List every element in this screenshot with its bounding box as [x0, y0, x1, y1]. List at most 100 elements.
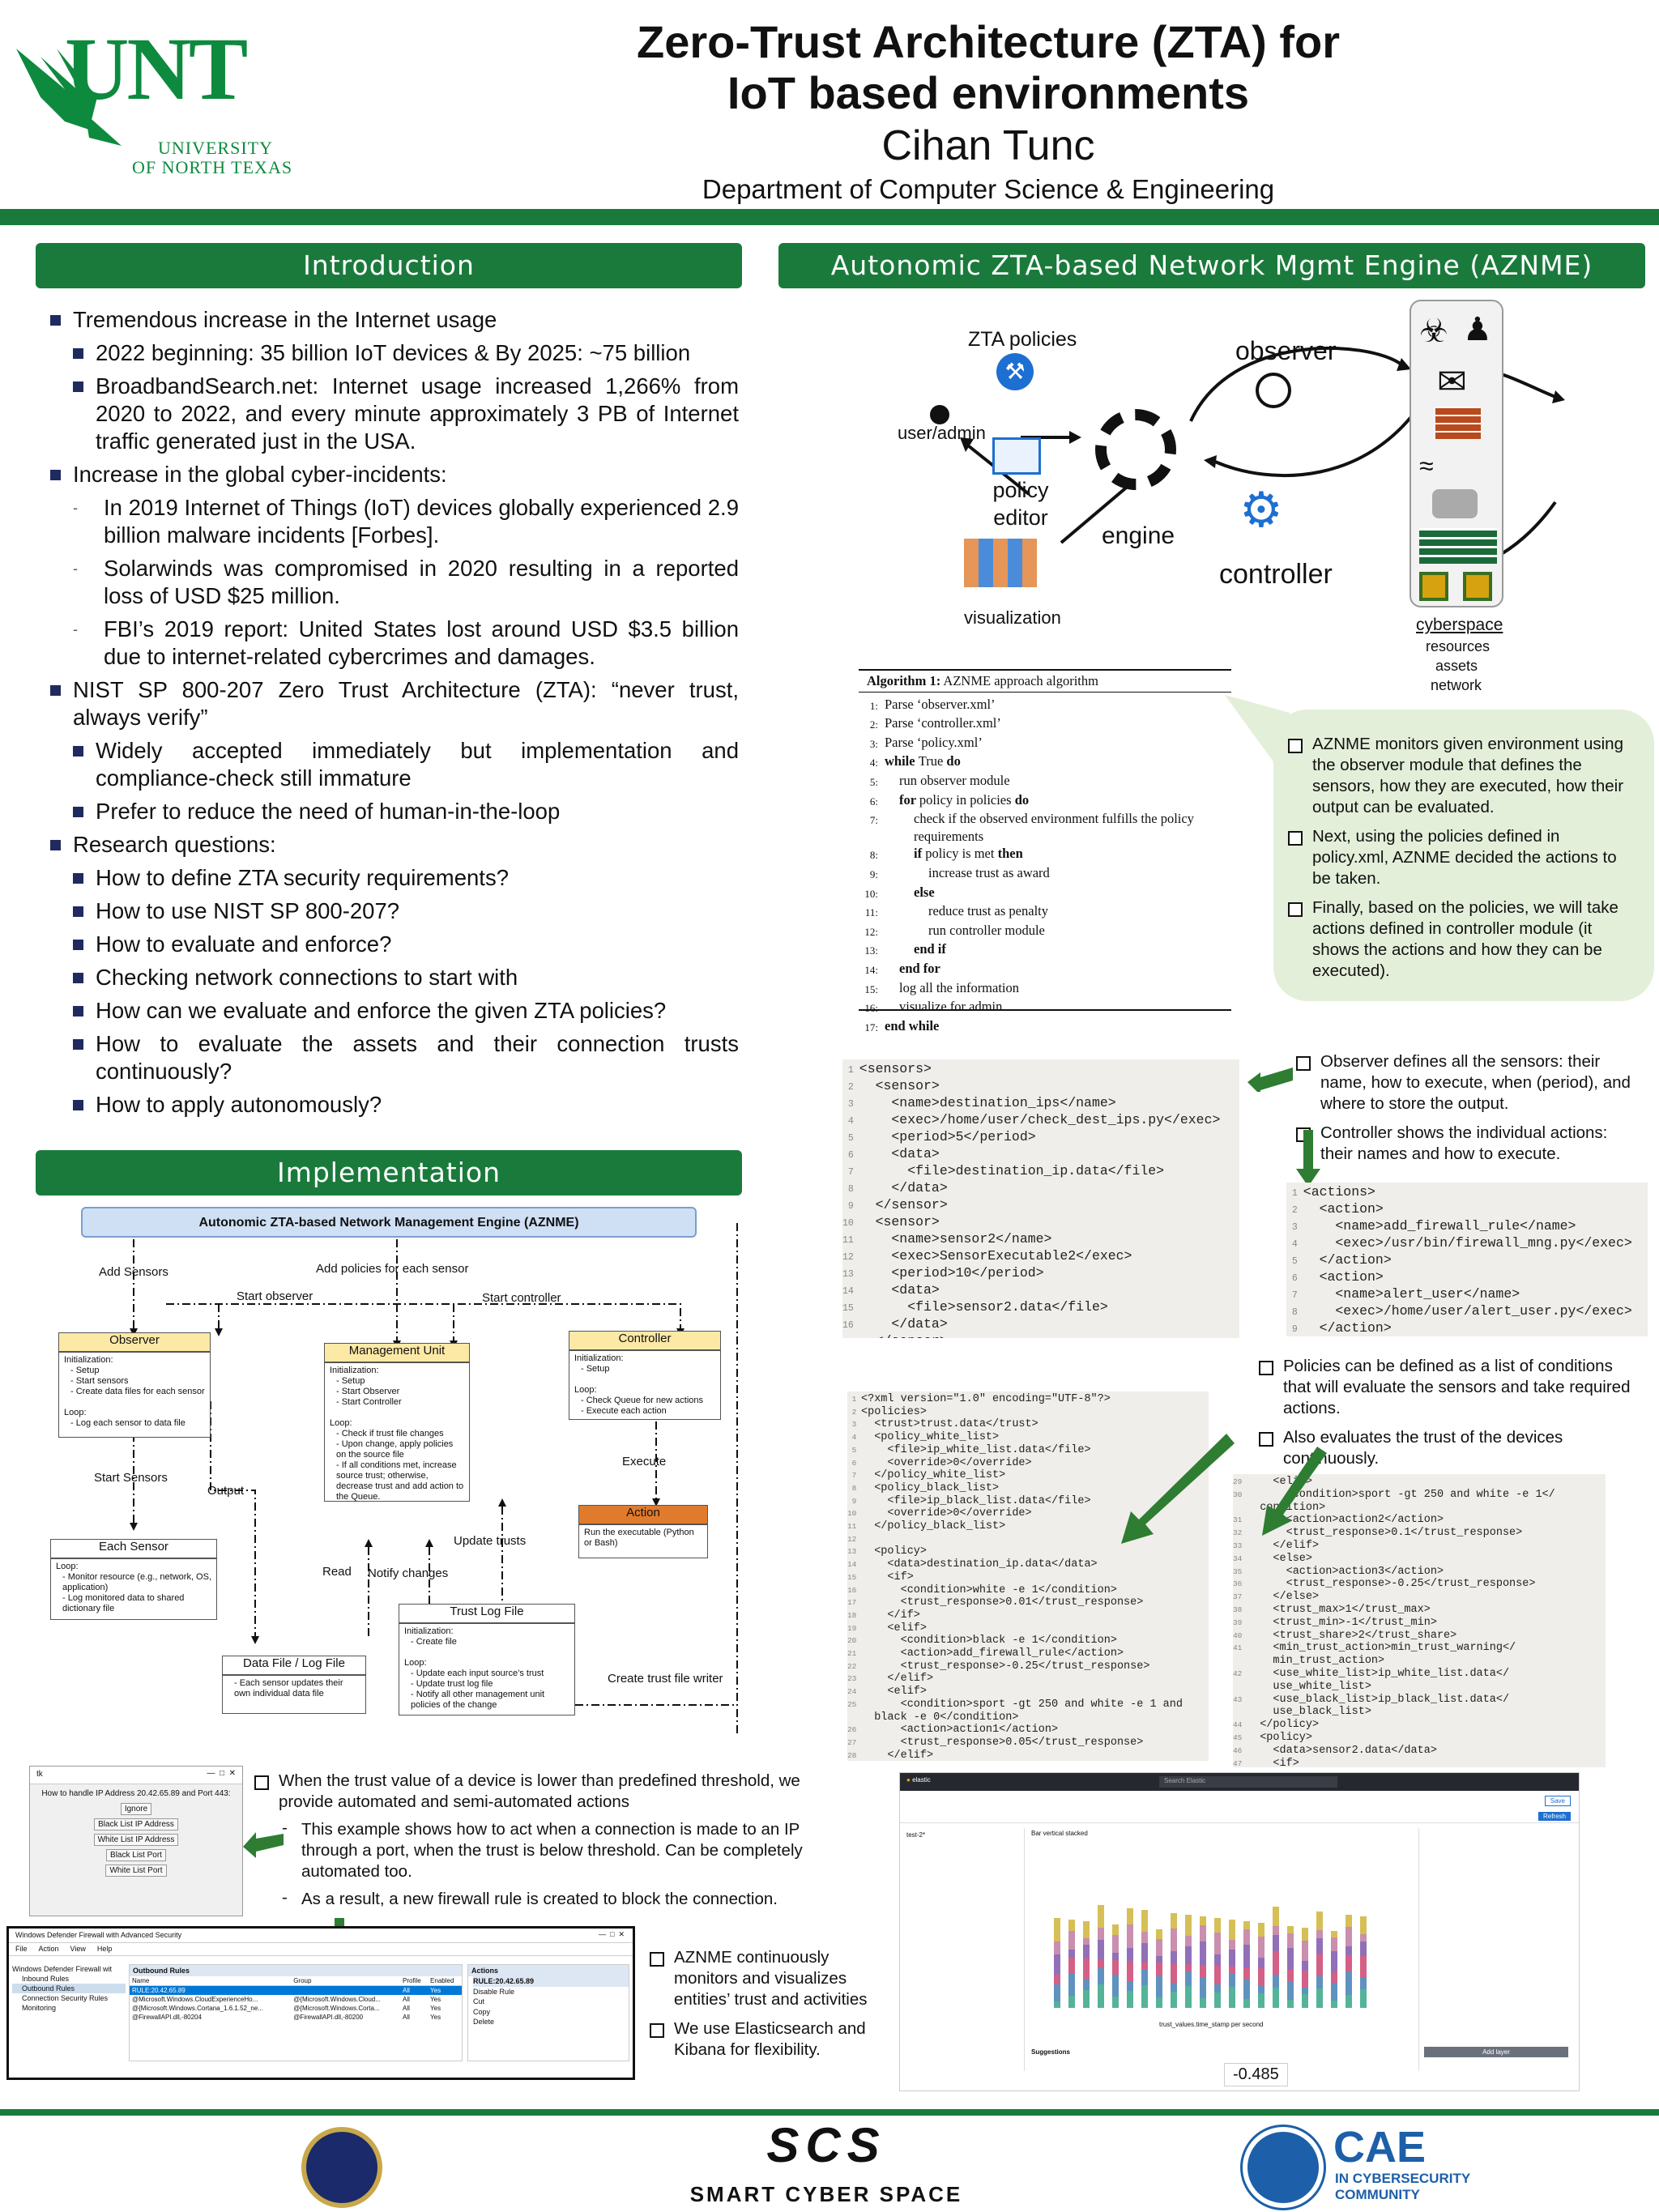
- fw-action-item[interactable]: Copy: [473, 2007, 491, 2016]
- code-line: use_black_list>: [1233, 1706, 1606, 1719]
- kibana-bar-segment: [1346, 1995, 1352, 2008]
- code-line-number: 5: [847, 1445, 861, 1455]
- kibana-bar-segment: [1346, 1955, 1352, 1971]
- code-line-number: 6: [842, 1150, 859, 1161]
- code-line-text: <action>add_firewall_rule</action>: [861, 1647, 1124, 1660]
- kibana-field-list[interactable]: test-2*: [906, 1831, 926, 1839]
- algorithm-text: Parse ‘controller.xml’: [885, 715, 1001, 731]
- code-line-number: 34: [1233, 1554, 1247, 1563]
- kibana-bar-segment: [1243, 1921, 1250, 1929]
- kibana-bar-segment: [1316, 1912, 1323, 1930]
- fw-col-header[interactable]: Group: [291, 1976, 401, 1986]
- trust-item-dash: This example shows how to act when a con…: [275, 1818, 847, 1882]
- database-icon: [1432, 489, 1478, 518]
- code-line: 17 <trust_response>0.01</trust_response>: [847, 1596, 1209, 1609]
- fw-action-item[interactable]: Cut: [473, 1997, 485, 2005]
- fw-tree-item[interactable]: Monitoring: [22, 2004, 57, 2012]
- code-line-number: 24: [847, 1687, 861, 1697]
- fw-menu-item[interactable]: File: [15, 1945, 28, 1953]
- code-line: 22 <trust_response>-0.25</trust_response…: [847, 1660, 1209, 1673]
- email-icon: ✉: [1437, 362, 1467, 402]
- code-line-text: <trust_min>-1</trust_min>: [1247, 1616, 1437, 1629]
- fw-col-header[interactable]: Name: [130, 1976, 292, 1986]
- callout-item: AZNME monitors given environment using t…: [1286, 734, 1627, 818]
- intro-item: How to evaluate the assets and their con…: [73, 1030, 739, 1085]
- kibana-add-layer[interactable]: Add layer: [1424, 2047, 1568, 2057]
- kibana-bar-segment: [1214, 1933, 1221, 1954]
- fw-tree-item[interactable]: Inbound Rules: [22, 1975, 70, 1983]
- window-controls-icon[interactable]: — □ ✕: [599, 1930, 625, 1938]
- fw-row[interactable]: @{Microsoft.Windows.Cortana_1.6.1.52_ne.…: [130, 2004, 462, 2013]
- fw-action-item[interactable]: Delete: [473, 2018, 495, 2026]
- fw-action-item[interactable]: RULE:20.42.65.89: [473, 1976, 629, 1987]
- box-line: - If all conditions met, increase source…: [336, 1460, 464, 1502]
- tk-button[interactable]: White List IP Address: [93, 1834, 179, 1846]
- kibana-bar-segment: [1258, 1937, 1265, 1958]
- kibana-bar-segment: [1200, 1941, 1206, 1965]
- code-line: 12 <exec>SensorExecutable2</exec>: [842, 1248, 1239, 1265]
- header: UNT UNIVERSITY OF NORTH TEXAS Zero-Trust…: [0, 0, 1659, 227]
- kibana-chart-label[interactable]: Bar vertical stacked: [1031, 1830, 1088, 1837]
- box-line: - Update trust log file: [411, 1679, 493, 1689]
- code-line: 15 <if>: [847, 1571, 1209, 1584]
- fw-tree-item[interactable]: Outbound Rules: [12, 1984, 126, 1993]
- fw-menu: File Action View Help: [9, 1943, 633, 1956]
- fw-action-item[interactable]: Disable Rule: [473, 1987, 515, 1996]
- logo-sub1: UNIVERSITY: [158, 138, 273, 158]
- code-line-text: </policy_black_list>: [861, 1520, 1006, 1533]
- tk-button[interactable]: Black List Port: [106, 1849, 166, 1861]
- code-line: 11 </policy_black_list>: [847, 1520, 1209, 1533]
- intro-item: Prefer to reduce the need of human-in-th…: [73, 798, 739, 825]
- fw-tree-item[interactable]: Connection Security Rules: [22, 1994, 109, 2002]
- fw-row[interactable]: @Microsoft.Windows.CloudExperienceHo...@…: [130, 1995, 462, 2004]
- algorithm-line: 1:Parse ‘observer.xml’: [859, 696, 1231, 715]
- impl-heading: Implementation: [36, 1150, 742, 1196]
- algorithm-line-text: while True do: [878, 752, 961, 772]
- code-line: 3 <trust>trust.data</trust>: [847, 1418, 1209, 1431]
- code-line: 2 <action>: [1286, 1201, 1648, 1218]
- fw-col-header[interactable]: Enabled: [428, 1976, 462, 1986]
- fw-tree-item[interactable]: Windows Defender Firewall wit: [12, 1965, 113, 1973]
- kibana-bar-segment: [1112, 1997, 1119, 2008]
- fw-col-header[interactable]: Profile: [400, 1976, 429, 1986]
- fw-menu-item[interactable]: Action: [38, 1945, 59, 1953]
- tk-button[interactable]: Black List IP Address: [94, 1818, 178, 1831]
- code-line-number: 1: [1286, 1188, 1303, 1199]
- controller-box: Controller Initialization:- Setup Loop:-…: [569, 1331, 721, 1420]
- kibana-bar-segment: [1098, 1959, 1104, 1968]
- code-line-number: 45: [1233, 1733, 1247, 1742]
- kibana-search[interactable]: Search Elastic: [1159, 1776, 1337, 1788]
- window-controls-icon[interactable]: — □ ✕: [207, 1769, 236, 1778]
- kibana-save[interactable]: Save: [1544, 1796, 1571, 1806]
- code-line-text: </elif>: [1247, 1539, 1320, 1552]
- footer-scs-sub: SMART CYBER SPACE: [689, 2182, 963, 2206]
- nsa-seal-icon: [301, 2127, 382, 2208]
- fw-row[interactable]: @FirewallAPI.dll,-80204@FirewallAPI.dll,…: [130, 2013, 462, 2022]
- kibana-refresh[interactable]: Refresh: [1537, 1812, 1571, 1821]
- code-line-text: </data>: [859, 1316, 948, 1332]
- fw-menu-item[interactable]: View: [70, 1945, 86, 1953]
- kibana-bar-segment: [1273, 1951, 1279, 1975]
- algorithm-line: 12:run controller module: [859, 922, 1231, 941]
- kibana-bar-segment: [1200, 1965, 1206, 1978]
- algorithm-line: 11:reduce trust as penalty: [859, 902, 1231, 922]
- aznme-heading: Autonomic ZTA-based Network Mgmt Engine …: [778, 243, 1645, 288]
- algorithm-line: 17:end while: [859, 1017, 1231, 1037]
- code-line: 43 <use_black_list>ip_black_list.data</: [1233, 1694, 1606, 1707]
- fw-cell: Yes: [430, 2014, 441, 2021]
- algorithm-line-text: end for: [878, 960, 940, 979]
- code-line: 31 <action>action2</action>: [1233, 1514, 1606, 1527]
- fw-menu-item[interactable]: Help: [96, 1945, 113, 1953]
- code-line-text: </if>: [861, 1609, 920, 1622]
- policy-note1: Policies can be defined as a list of con…: [1257, 1356, 1638, 1419]
- tk-button[interactable]: White List Port: [105, 1865, 167, 1877]
- tk-button[interactable]: Ignore: [120, 1803, 152, 1815]
- fig-resources: resources: [1426, 638, 1491, 654]
- code-line-text: <use_white_list>ip_white_list.data</: [1247, 1667, 1510, 1680]
- intro-item: How to use NIST SP 800-207?: [73, 897, 739, 925]
- kibana-bar-segment: [1360, 1934, 1367, 1941]
- kibana-bar-segment: [1083, 1921, 1090, 1938]
- person-icon: ♟: [1463, 312, 1492, 347]
- kibana-bar-segment: [1273, 1975, 1279, 1988]
